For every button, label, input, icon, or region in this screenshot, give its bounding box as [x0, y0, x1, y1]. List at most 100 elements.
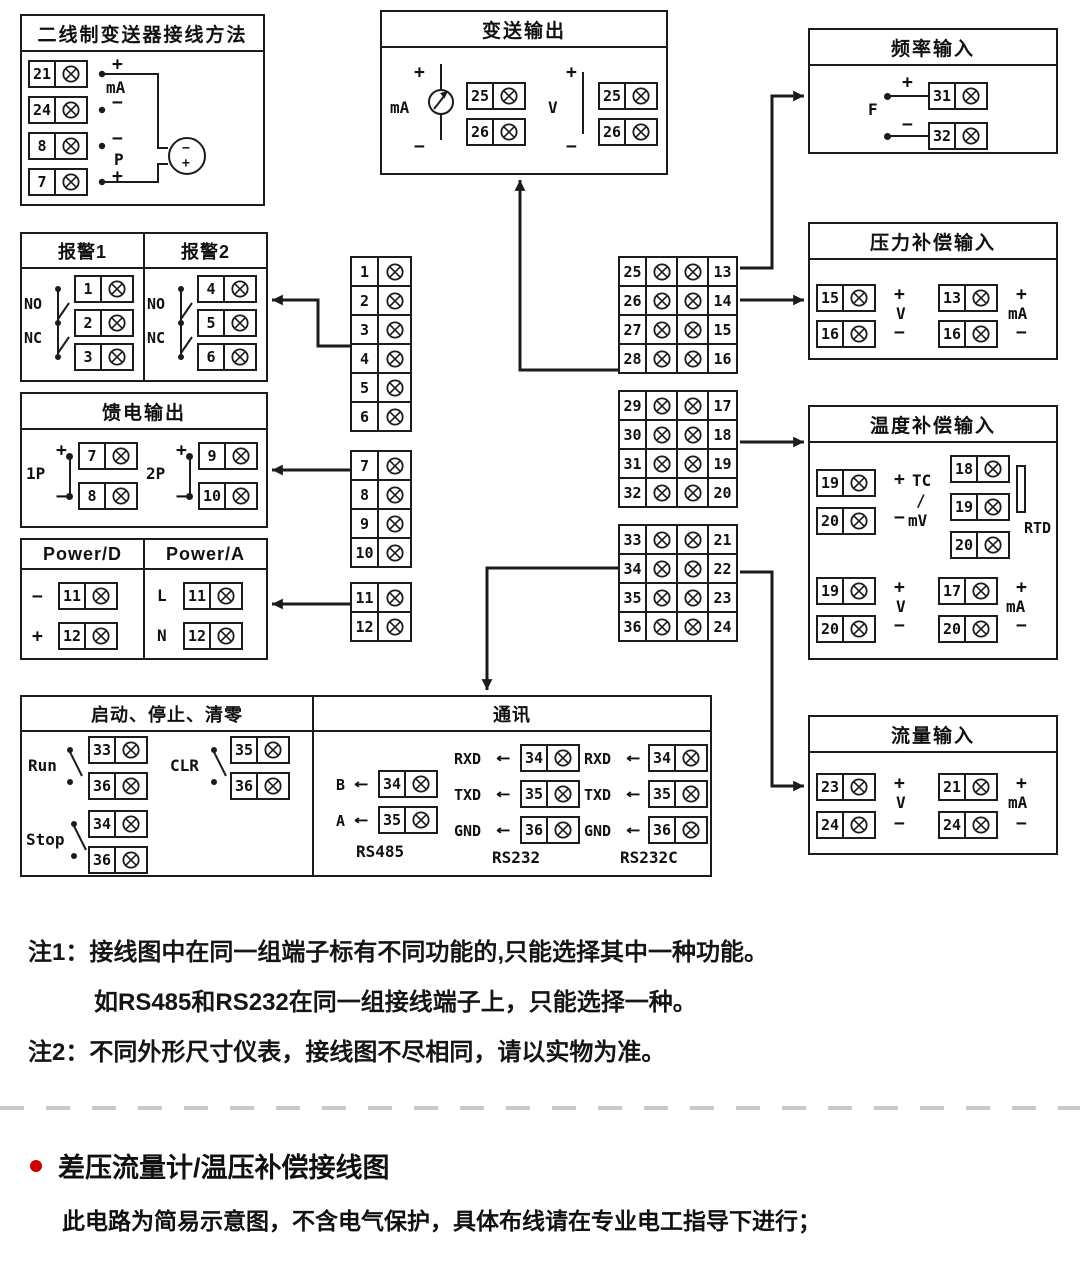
section-note: 此电路为简易示意图，不含电气保护，具体布线请在专业电工指导下进行；: [62, 1208, 821, 1234]
note-1-continued: 如RS485和RS232在同一组接线端子上，只能选择一种。: [94, 989, 697, 1016]
screw-terminal-icon: [86, 624, 116, 648]
minus-sign: −: [894, 322, 905, 343]
transmitter-icon: − +: [168, 137, 206, 175]
junction-dot: [186, 493, 193, 500]
pressure-compensation-box: 压力补偿输入 15 16 + − V 13 16 + − mA: [808, 222, 1058, 360]
column-body: B ← 34 A ← 35 RS485 RXD ← 34 TXD ← 35 GN…: [314, 732, 710, 875]
junction-dot: [66, 453, 73, 460]
note-1-text: 接线图中在同一组端子标有不同功能的,只能选择其中一种功能。: [89, 939, 769, 966]
terminal-pair: 33: [88, 736, 149, 764]
terminal-pair: 12: [58, 622, 119, 650]
plus-sign: +: [894, 469, 905, 490]
plus-sign: +: [112, 166, 123, 187]
neutral-label: N: [157, 626, 167, 645]
screw-terminal-icon: [211, 584, 241, 608]
terminal-number: 31: [930, 84, 957, 108]
terminal-number: 25: [468, 84, 495, 108]
terminal-number: 8: [352, 481, 379, 508]
terminal-number: 1: [352, 258, 379, 285]
screw-terminal-icon: [676, 818, 706, 842]
dashed-divider: [0, 1106, 1080, 1110]
current-source-icon: [428, 64, 454, 140]
terminal-number: 11: [60, 584, 87, 608]
terminal-number: 36: [90, 848, 117, 872]
terminal-pair: 17: [938, 577, 999, 605]
alarm2-column: 报警2 NO NC 4 5 6: [143, 234, 266, 380]
terminal-strip-left-group-2: 7 8 9 10: [350, 450, 412, 568]
minus-sign: −: [1016, 813, 1027, 834]
note-1: 注1：接线图中在同一组端子标有不同功能的,只能选择其中一种功能。: [28, 928, 1060, 978]
terminal-number: 35: [620, 584, 647, 611]
terminal-number: 36: [650, 818, 677, 842]
strip-row: 28 16: [620, 345, 736, 372]
terminal-number: 20: [818, 509, 845, 533]
unit-label: V: [896, 304, 906, 323]
terminal-number: 28: [620, 345, 647, 372]
terminal-pair: 20: [950, 531, 1011, 559]
terminal-number: 10: [200, 484, 227, 508]
screw-terminal-icon: [678, 526, 709, 553]
screw-terminal-icon: [844, 286, 874, 310]
screw-terminal-icon: [844, 509, 874, 533]
terminal-number: 24: [30, 98, 57, 122]
terminal-number: 21: [713, 530, 732, 549]
relay-contact-icon: [55, 286, 70, 360]
box-title: 频率输入: [810, 30, 1056, 66]
terminal-pair: 24: [816, 811, 877, 839]
feed-output-box: 馈电输出 1P + − 7 8 2P + − 9 10: [20, 392, 268, 528]
wire: [98, 70, 168, 186]
strip-row: 9: [352, 510, 410, 539]
terminal-number: 31: [620, 450, 647, 477]
terminal-pair: 31: [928, 82, 989, 110]
no-label: NO: [24, 295, 43, 313]
screw-terminal-icon: [106, 484, 136, 508]
notes: 注1：接线图中在同一组端子标有不同功能的,只能选择其中一种功能。 如RS485和…: [28, 928, 1060, 1078]
signal-label: GND: [584, 822, 612, 840]
power-d-column: Power/D − + 11 12: [22, 540, 143, 658]
terminal-number: 26: [600, 120, 627, 144]
terminal-number: 33: [620, 526, 647, 553]
two-wire-transmitter-box: 二线制变送器接线方法 21 24 8 7 + mA − − P + − +: [20, 14, 265, 206]
terminal-number: 18: [952, 457, 979, 481]
signal-label: RXD: [454, 750, 482, 768]
junction-dot: [66, 493, 73, 500]
alarm-box: 报警1 NO NC 1 2 3 报警2 NO NC: [20, 232, 268, 382]
screw-terminal-icon: [379, 374, 410, 401]
terminal-pair: 19: [950, 493, 1011, 521]
terminal-pair: 34: [520, 744, 581, 772]
column-body: Run 33 36 CLR 35 36 Stop 34 36: [22, 732, 312, 875]
signal-label: TXD: [454, 786, 482, 804]
screw-terminal-icon: [406, 808, 436, 832]
terminal-number: 4: [352, 345, 379, 372]
terminal-number: 19: [818, 471, 845, 495]
terminal-number: 15: [818, 286, 845, 310]
screw-terminal-icon: [844, 579, 874, 603]
strip-row: 33 21: [620, 526, 736, 555]
screw-terminal-icon: [379, 510, 410, 537]
screw-terminal-icon: [494, 84, 524, 108]
terminal-pair: 5: [197, 309, 257, 337]
screw-terminal-icon: [844, 775, 874, 799]
terminal-number: 10: [352, 539, 379, 566]
screw-terminal-icon: [548, 818, 578, 842]
terminal-number: 7: [30, 170, 56, 194]
terminal-pair: 34: [378, 770, 439, 798]
control-comm-box: 启动、停止、清零 Run 33 36 CLR 35 36 Stop 34 36 …: [20, 695, 712, 877]
unit-label: mA: [1006, 597, 1026, 616]
column-title: 报警2: [145, 234, 266, 269]
minus-sign: −: [176, 486, 187, 507]
rs232-label: RS232: [492, 848, 541, 867]
terminal-number: 5: [199, 311, 225, 335]
terminal-number: 18: [713, 425, 732, 444]
screw-terminal-icon: [494, 120, 524, 144]
v-label: V: [548, 98, 558, 117]
screw-terminal-icon: [678, 287, 709, 314]
column-title: Power/A: [145, 540, 266, 570]
terminal-pair: 7: [28, 168, 88, 196]
terminal-pair: 26: [466, 118, 527, 146]
switch-contact-icon: [211, 747, 227, 785]
terminal-number: 16: [713, 349, 732, 368]
